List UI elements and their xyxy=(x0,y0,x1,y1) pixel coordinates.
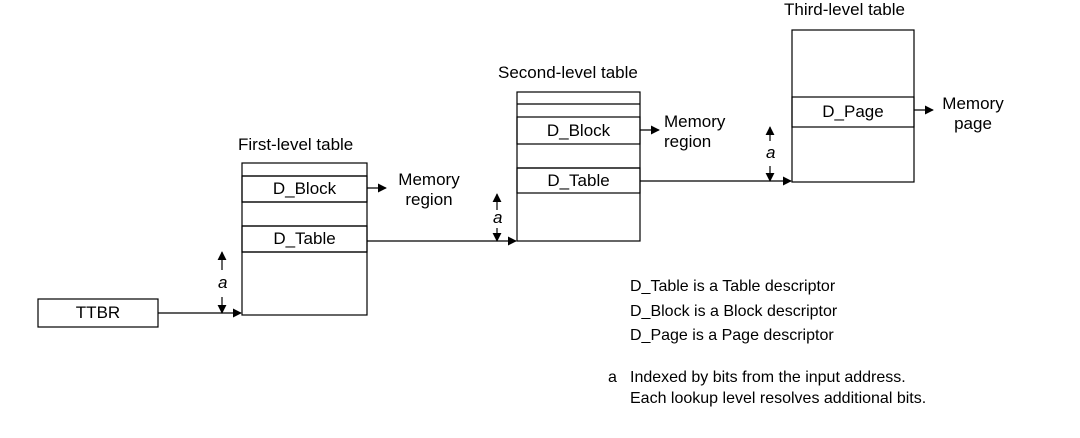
second-level-block-label: D_Block xyxy=(546,121,611,140)
third-level-page-label: D_Page xyxy=(822,102,884,121)
first-level-memory-label: Memory region xyxy=(398,170,460,209)
second-level-title: Second-level table xyxy=(498,63,638,82)
index-marker-2: a xyxy=(493,208,503,227)
index-marker-1: a xyxy=(218,273,228,292)
third-level-memory-label: Memory page xyxy=(942,94,1004,133)
index-note-key: a xyxy=(608,369,617,386)
first-level-table-label: D_Table xyxy=(273,229,336,248)
index-note-line2: Each lookup level resolves additional bi… xyxy=(630,390,927,407)
second-level-memory-label: Memory region xyxy=(664,112,726,151)
first-level-block-label: D_Block xyxy=(272,179,337,198)
third-level-page-entry xyxy=(791,96,915,128)
index-note-line1: Indexed by bits from the input address. xyxy=(630,369,906,386)
legend: D_Table is a Table descriptor D_Block is… xyxy=(630,275,837,349)
second-level-table-label: D_Table xyxy=(547,171,610,190)
legend-item-block: D_Block is a Block descriptor xyxy=(630,302,838,320)
second-level-table xyxy=(516,91,641,242)
legend-item-page: D_Page is a Page descriptor xyxy=(630,327,834,344)
first-level-title: First-level table xyxy=(238,135,354,154)
third-level-title: Third-level table xyxy=(784,0,905,19)
legend-item-table: D_Table is a Table descriptor xyxy=(630,278,836,295)
index-note: a Indexed by bits from the input address.… xyxy=(608,367,926,409)
ttbr-label: TTBR xyxy=(75,303,121,322)
index-marker-3: a xyxy=(766,143,776,162)
